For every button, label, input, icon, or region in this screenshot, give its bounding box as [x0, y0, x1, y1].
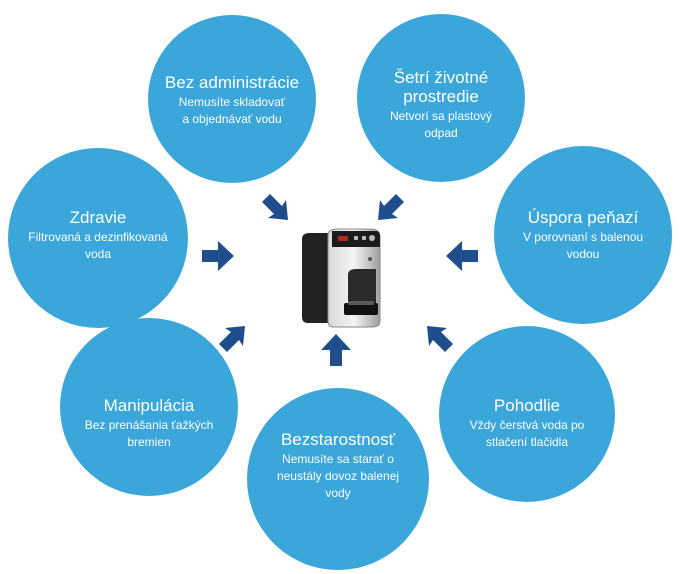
benefit-handling: Manipulácia Bez prenášania ťažkých bremi…: [60, 318, 238, 496]
benefit-title: Úspora peňazí: [527, 208, 639, 227]
arrow-icon: [321, 334, 351, 366]
benefit-admin: Bez administrácie Nemusíte skladovať a o…: [148, 15, 316, 183]
arrow-icon: [378, 194, 404, 220]
benefit-title: Manipulácia: [103, 396, 195, 415]
benefit-title: Pohodlie: [493, 396, 561, 415]
arrow-icon: [427, 326, 453, 352]
benefit-carefree: Bezstarostnosť Nemusíte sa starať o neus…: [247, 388, 429, 570]
arrow-icon: [219, 326, 245, 352]
arrow-icon: [262, 194, 288, 220]
benefit-title: Zdravie: [69, 208, 127, 227]
benefit-environment: Šetrí životné prostredie Netvorí sa plas…: [357, 14, 525, 182]
benefit-desc: Netvorí sa plastový odpad: [389, 109, 493, 140]
benefit-title: Bez administrácie: [164, 73, 300, 92]
benefit-desc: Filtrovaná a dezinfikovaná voda: [28, 230, 168, 261]
benefit-desc: Bez prenášania ťažkých bremien: [84, 418, 214, 449]
benefit-desc: V porovnaní s balenou vodou: [522, 230, 644, 261]
water-dispenser-icon: [302, 228, 381, 328]
benefit-desc: Nemusíte sa starať o neustály dovoz bale…: [276, 452, 400, 500]
benefit-comfort: Pohodlie Vždy čerstvá voda po stlačení t…: [439, 326, 615, 502]
arrow-icon: [202, 241, 234, 271]
benefit-health: Zdravie Filtrovaná a dezinfikovaná voda: [8, 148, 188, 328]
benefit-desc: Nemusíte skladovať a objednávať vodu: [178, 95, 286, 126]
benefit-title: Šetrí životné prostredie: [393, 68, 489, 106]
arrow-icon: [446, 241, 478, 271]
benefit-title: Bezstarostnosť: [280, 430, 396, 449]
benefit-desc: Vždy čerstvá voda po stlačení tlačidla: [469, 418, 585, 449]
benefit-savings: Úspora peňazí V porovnaní s balenou vodo…: [494, 146, 672, 324]
